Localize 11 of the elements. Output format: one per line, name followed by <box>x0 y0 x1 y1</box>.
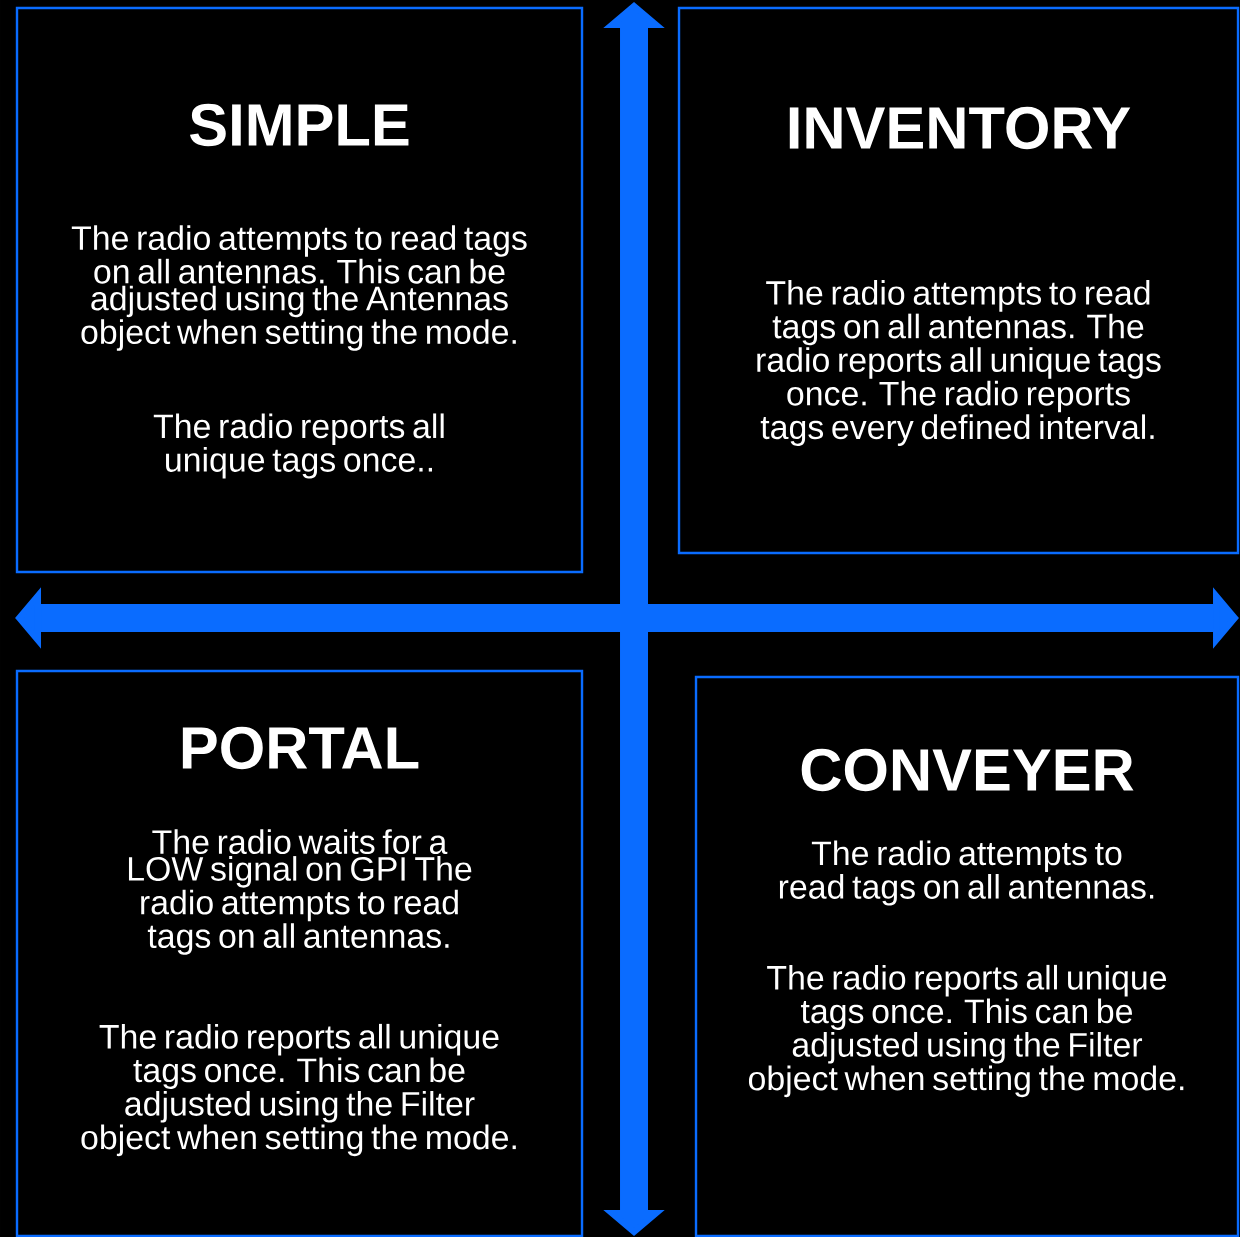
panel-title: PORTAL <box>182 726 419 770</box>
panel-title: CONVEYER <box>801 748 1134 792</box>
panel-text: The radio reports all unique tags once.. <box>153 413 444 479</box>
panel-text: The radio attempts to read tags on all antennas. This can be adjusted using the Antennas object when setting the mode. <box>71 225 527 351</box>
panel-text: The radio reports all unique tags once. This can be adjusted using the Filter object when setting the mode. <box>81 1023 516 1157</box>
panel-text: The radio waits for a LOW signal on GPI The radio attempts to read tags on all antennas. <box>128 829 472 955</box>
panel-text: The radio reports all unique tags once. This can be adjusted using the Filter object when setting the mode. <box>748 964 1184 1098</box>
panel-text: The radio attempts to read tags on all antennas. <box>779 840 1154 906</box>
panel-title: SIMPLE <box>189 103 409 147</box>
panel-title: INVENTORY <box>789 106 1131 150</box>
panel-text: The radio attempts to read tags on all antennas. The radio reports all unique tags once. The radio reports tags every defined interval. <box>757 280 1161 446</box>
